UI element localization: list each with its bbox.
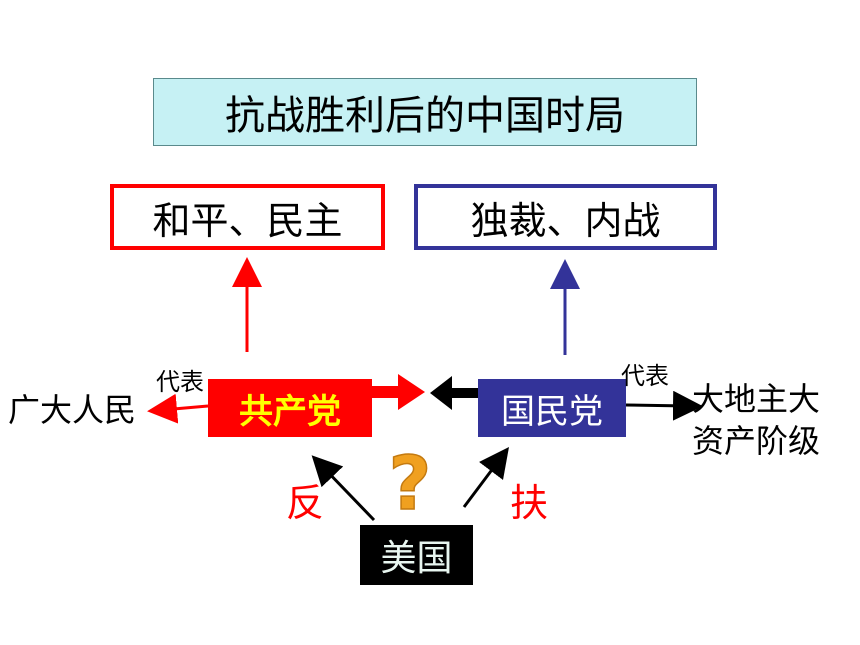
svg-text:?: ? [389, 441, 432, 527]
arrow-kmt-against-ccp [430, 376, 478, 410]
question-mark-icon: ? [388, 440, 432, 528]
page-title: 抗战胜利后的中国时局 [153, 78, 697, 146]
arrow-kmt-to-landlords [625, 390, 703, 421]
arrow-ccp-to-people [147, 393, 209, 424]
usa-oppose-label: 反 [286, 481, 325, 525]
arrow-usa-oppose-ccp [311, 455, 376, 522]
party-ccp: 共产党 [208, 379, 372, 437]
represent-label-left: 代表 [156, 368, 204, 396]
represent-label-right: 代表 [621, 362, 669, 390]
usa-support-label: 扶 [510, 481, 549, 525]
represent-target-landlords: 大地主大 资产阶级 [692, 378, 820, 462]
represent-target-people: 广大人民 [8, 391, 137, 429]
arrow-ccp-against-kmt [372, 374, 425, 410]
represent-target-line2: 资产阶级 [692, 422, 821, 460]
arrow-usa-support-kmt [462, 447, 509, 508]
goal-dictatorship-civil-war: 独裁、内战 [414, 184, 717, 250]
party-kmt: 国民党 [478, 379, 626, 437]
usa-box: 美国 [360, 525, 473, 585]
goal-peace-democracy: 和平、民主 [110, 184, 385, 250]
represent-target-line1: 大地主大 [692, 380, 821, 418]
